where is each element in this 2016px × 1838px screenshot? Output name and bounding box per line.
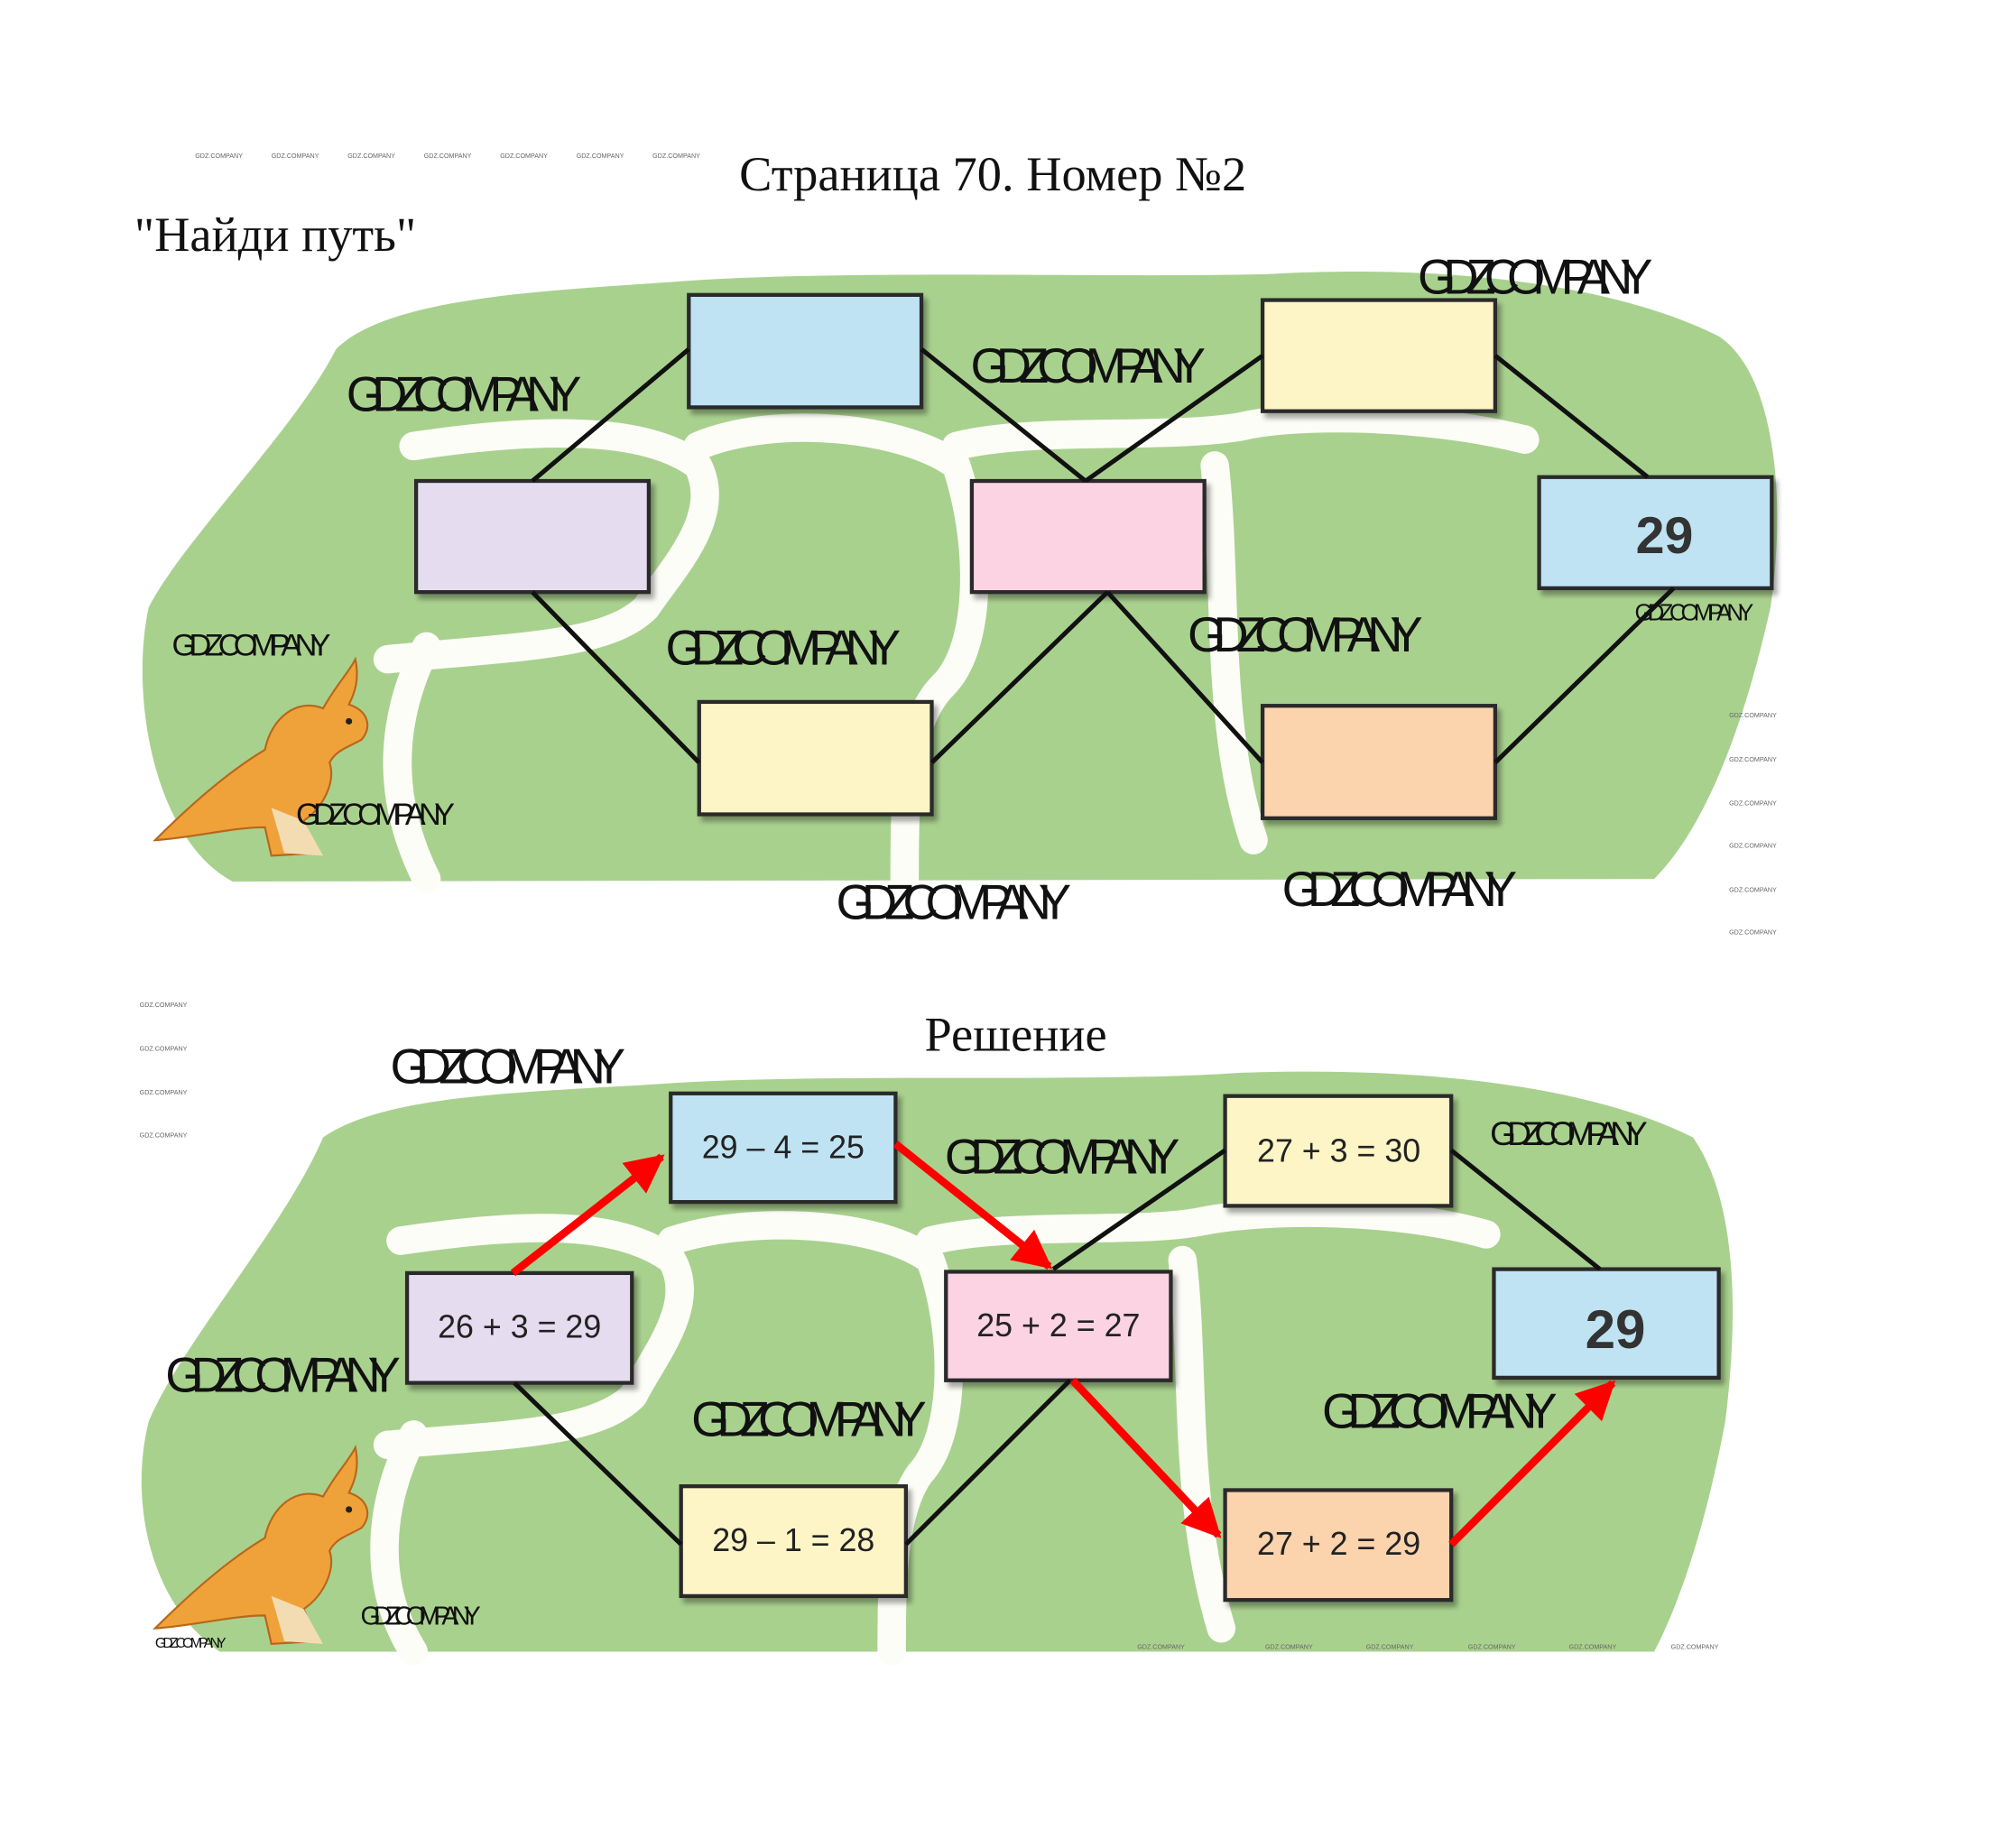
- sol-box-blue-top: [669, 1091, 898, 1205]
- eq-orange: 27 + 2 = 29: [1257, 1526, 1420, 1562]
- arrow-1: [510, 1153, 665, 1277]
- box-blue-right[interactable]: [1537, 475, 1774, 591]
- svg-text:GDZ.COMPANY: GDZ.COMPANY: [171, 628, 330, 662]
- svg-text:GDZ.COMPANY: GDZ.COMPANY: [155, 1636, 227, 1651]
- svg-text:GDZ.COMPANY: GDZ.COMPANY: [1729, 756, 1777, 763]
- svg-text:GDZ.COMPANY: GDZ.COMPANY: [390, 1039, 625, 1094]
- svg-text:GDZ.COMPANY: GDZ.COMPANY: [1671, 1644, 1719, 1651]
- svg-text:GDZ.COMPANY: GDZ.COMPANY: [1366, 1644, 1414, 1651]
- eq-blue-top: 29 – 4 = 25: [702, 1129, 865, 1165]
- svg-text:GDZ.COMPANY: GDZ.COMPANY: [666, 620, 902, 675]
- svg-text:GDZ.COMPANY: GDZ.COMPANY: [577, 152, 624, 160]
- target-number: 29: [1636, 507, 1694, 565]
- svg-text:GDZ.COMPANY: GDZ.COMPANY: [195, 152, 243, 160]
- box-blue-top[interactable]: [687, 292, 924, 410]
- svg-text:GDZ.COMPANY: GDZ.COMPANY: [1729, 929, 1777, 937]
- solution-title: Решение: [925, 1008, 1107, 1062]
- sol-box-purple: [404, 1270, 634, 1385]
- sol-box-orange: [1223, 1488, 1454, 1602]
- eq-yellow-bottom: 29 – 1 = 28: [712, 1522, 874, 1558]
- solution-arrows: [510, 1141, 1616, 1547]
- watermark-row-top: GDZ.COMPANY GDZ.COMPANY GDZ.COMPANY GDZ.…: [195, 152, 700, 160]
- solution-lines: [513, 1148, 1602, 1547]
- svg-text:GDZ.COMPANY: GDZ.COMPANY: [1137, 1644, 1185, 1651]
- svg-text:GDZ.COMPANY: GDZ.COMPANY: [1265, 1644, 1313, 1651]
- arrow-4: [1448, 1380, 1616, 1547]
- svg-text:GDZ.COMPANY: GDZ.COMPANY: [1322, 1384, 1558, 1439]
- page-title: Страница 70. Номер №2: [739, 147, 1246, 201]
- svg-text:GDZ.COMPANY: GDZ.COMPANY: [1418, 249, 1653, 304]
- svg-text:GDZ.COMPANY: GDZ.COMPANY: [1490, 1114, 1648, 1152]
- svg-text:GDZ.COMPANY: GDZ.COMPANY: [140, 1089, 188, 1096]
- svg-text:GDZ.COMPANY: GDZ.COMPANY: [1468, 1644, 1516, 1651]
- svg-text:GDZ.COMPANY: GDZ.COMPANY: [652, 152, 700, 160]
- svg-text:GDZ.COMPANY: GDZ.COMPANY: [1569, 1644, 1617, 1651]
- svg-text:GDZ.COMPANY: GDZ.COMPANY: [1729, 843, 1777, 850]
- arrow-2: [892, 1141, 1053, 1270]
- sol-box-yellow-bottom: [679, 1484, 909, 1599]
- svg-text:GDZ.COMPANY: GDZ.COMPANY: [691, 1391, 927, 1446]
- svg-text:GDZ.COMPANY: GDZ.COMPANY: [361, 1602, 481, 1630]
- svg-text:GDZ.COMPANY: GDZ.COMPANY: [1282, 862, 1518, 917]
- svg-text:GDZ.COMPANY: GDZ.COMPANY: [1635, 601, 1754, 626]
- eq-purple: 26 + 3 = 29: [438, 1308, 601, 1344]
- svg-text:GDZ.COMPANY: GDZ.COMPANY: [1729, 886, 1777, 893]
- svg-text:GDZ.COMPANY: GDZ.COMPANY: [1188, 607, 1423, 662]
- svg-text:GDZ.COMPANY: GDZ.COMPANY: [347, 152, 395, 160]
- svg-text:GDZ.COMPANY: GDZ.COMPANY: [1729, 799, 1777, 807]
- eq-blue-right: 29: [1586, 1299, 1646, 1360]
- svg-text:GDZ.COMPANY: GDZ.COMPANY: [272, 152, 319, 160]
- eq-pink: 25 + 2 = 27: [976, 1307, 1140, 1344]
- svg-text:GDZ.COMPANY: GDZ.COMPANY: [296, 798, 455, 832]
- puzzle-map: 29: [142, 272, 1778, 893]
- svg-text:GDZ.COMPANY: GDZ.COMPANY: [424, 152, 472, 160]
- box-pink[interactable]: [969, 478, 1207, 595]
- sol-box-pink: [944, 1270, 1173, 1382]
- svg-text:GDZ.COMPANY: GDZ.COMPANY: [140, 1046, 188, 1053]
- solution-map: 29 – 4 = 25 27 + 3 = 30 26 + 3 = 29 25 +…: [141, 1071, 1734, 1667]
- box-yellow-top[interactable]: [1260, 298, 1498, 413]
- sol-box-blue-right: [1492, 1267, 1721, 1381]
- watermarks-solution: GDZ.COMPANY GDZ.COMPANY GDZ.COMPANY GDZ.…: [155, 1039, 1719, 1651]
- svg-text:GDZ.COMPANY: GDZ.COMPANY: [347, 367, 582, 422]
- watermarks-top: GDZ.COMPANY GDZ.COMPANY GDZ.COMPANY GDZ.…: [140, 249, 1777, 1139]
- box-purple[interactable]: [413, 478, 652, 595]
- svg-text:GDZ.COMPANY: GDZ.COMPANY: [140, 1132, 188, 1140]
- svg-text:GDZ.COMPANY: GDZ.COMPANY: [500, 152, 548, 160]
- box-orange[interactable]: [1260, 704, 1498, 820]
- svg-text:GDZ.COMPANY: GDZ.COMPANY: [1729, 712, 1777, 719]
- arrow-3: [1069, 1377, 1222, 1538]
- task-title: "Найди путь": [134, 208, 416, 262]
- svg-text:GDZ.COMPANY: GDZ.COMPANY: [945, 1130, 1180, 1185]
- path-lines: [531, 347, 1676, 765]
- svg-text:GDZ.COMPANY: GDZ.COMPANY: [837, 874, 1072, 929]
- svg-text:GDZ.COMPANY: GDZ.COMPANY: [140, 1002, 188, 1009]
- svg-text:GDZ.COMPANY: GDZ.COMPANY: [970, 338, 1206, 393]
- svg-text:GDZ.COMPANY: GDZ.COMPANY: [165, 1348, 401, 1403]
- eq-yellow-top: 27 + 3 = 30: [1257, 1133, 1420, 1169]
- box-yellow-bottom[interactable]: [697, 699, 934, 817]
